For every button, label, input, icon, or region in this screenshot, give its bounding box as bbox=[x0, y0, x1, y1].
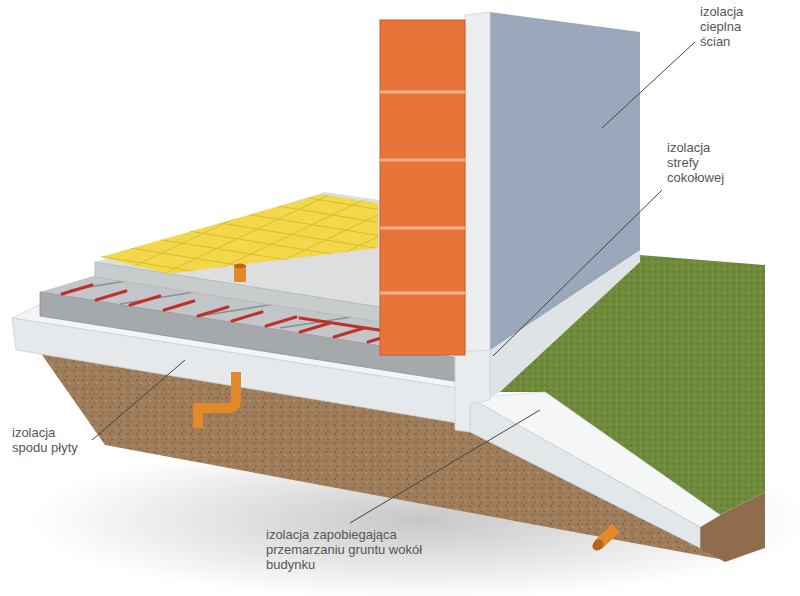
sewer-pipe bbox=[198, 372, 236, 428]
part-label: izolacja spodu płyty bbox=[12, 425, 92, 455]
frost-insulation-front bbox=[466, 398, 700, 548]
pipe-stub bbox=[234, 264, 246, 283]
plinth-insulation-front bbox=[455, 350, 490, 432]
leader-line bbox=[493, 190, 662, 356]
leader-line bbox=[350, 410, 540, 523]
drain-pipe bbox=[590, 528, 616, 553]
leader-lines bbox=[92, 42, 695, 523]
part-label: izolacja zapobiegająca przemarzaniu grun… bbox=[266, 527, 466, 572]
part-label: izolacja cieplna ścian bbox=[700, 4, 772, 49]
part-label: izolacja strefy cokołowej bbox=[667, 140, 741, 185]
frost-insulation-top bbox=[470, 392, 720, 527]
leader-line bbox=[92, 360, 185, 440]
leader-line bbox=[602, 42, 695, 128]
wall-insulation-front bbox=[465, 12, 490, 360]
screed-front bbox=[95, 262, 380, 322]
plinth-insulation-side bbox=[490, 250, 640, 398]
brick-wall bbox=[380, 20, 465, 355]
